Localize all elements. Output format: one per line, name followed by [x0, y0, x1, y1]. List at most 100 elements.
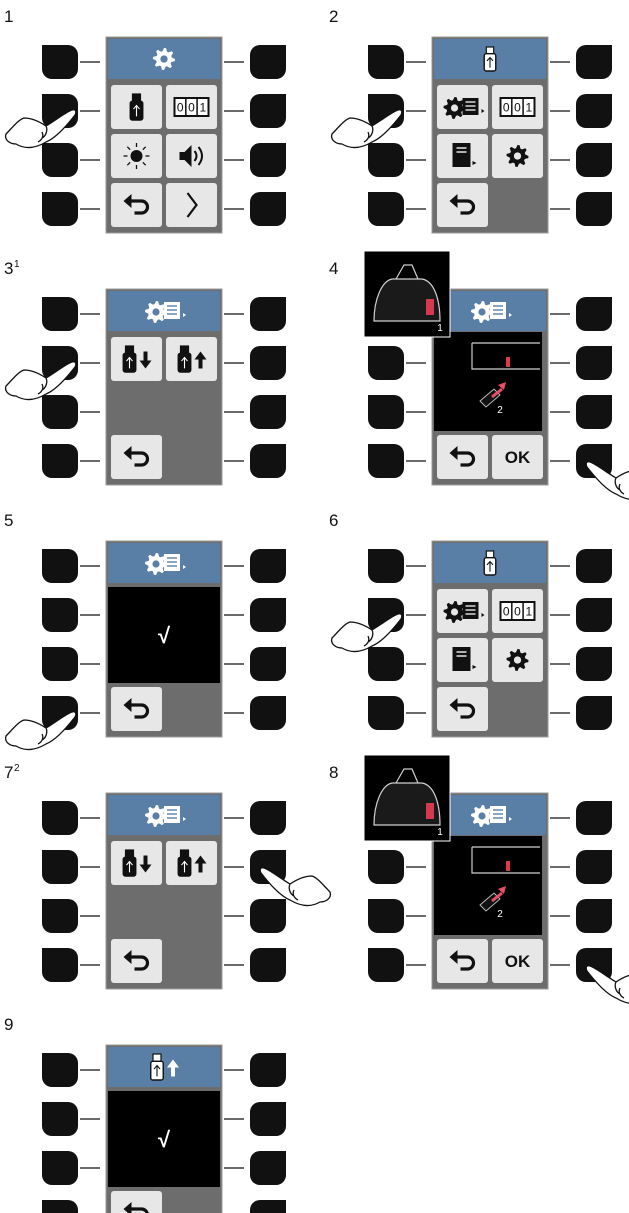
back-arrow-icon — [123, 446, 150, 467]
menu-cell[interactable] — [111, 939, 162, 983]
right-button-1[interactable] — [250, 297, 286, 331]
menu-cell[interactable] — [111, 687, 162, 731]
right-button-3[interactable] — [576, 143, 612, 177]
right-button-1[interactable] — [250, 549, 286, 583]
menu-cell[interactable] — [437, 435, 488, 479]
right-button-1[interactable] — [250, 1053, 286, 1087]
menu-cell[interactable] — [111, 337, 162, 381]
left-button-2[interactable] — [42, 850, 78, 884]
left-button-2[interactable] — [42, 598, 78, 632]
right-button-4[interactable] — [250, 696, 286, 730]
right-button-3[interactable] — [250, 899, 286, 933]
left-button-2[interactable] — [42, 1102, 78, 1136]
left-button-1[interactable] — [368, 549, 404, 583]
right-button-4[interactable] — [250, 444, 286, 478]
right-button-2[interactable] — [576, 850, 612, 884]
right-button-3[interactable] — [250, 143, 286, 177]
left-button-4[interactable] — [368, 948, 404, 982]
success-checkmark: √ — [158, 1127, 171, 1152]
right-button-3[interactable] — [250, 1151, 286, 1185]
usb-stick-icon — [129, 93, 144, 121]
ok-button[interactable] — [492, 435, 543, 479]
right-button-1[interactable] — [576, 45, 612, 79]
left-button-4[interactable] — [42, 192, 78, 226]
usb-upload-icon — [150, 1053, 179, 1081]
right-button-1[interactable] — [576, 801, 612, 835]
back-arrow-stroke — [451, 199, 476, 215]
right-button-2[interactable] — [250, 598, 286, 632]
left-button-4[interactable] — [368, 696, 404, 730]
menu-cell[interactable] — [111, 841, 162, 885]
right-button-4[interactable] — [576, 696, 612, 730]
left-button-3[interactable] — [368, 143, 404, 177]
menu-cell[interactable] — [166, 841, 217, 885]
right-button-1[interactable] — [250, 45, 286, 79]
left-button-2[interactable] — [368, 850, 404, 884]
right-button-3[interactable] — [576, 647, 612, 681]
left-button-3[interactable] — [42, 647, 78, 681]
ok-button[interactable] — [492, 939, 543, 983]
left-button-4[interactable] — [368, 192, 404, 226]
menu-cell[interactable] — [437, 183, 488, 227]
left-button-3[interactable] — [42, 899, 78, 933]
printer-edge — [471, 846, 540, 874]
right-button-3[interactable] — [576, 395, 612, 429]
menu-cell[interactable] — [111, 435, 162, 479]
left-button-1[interactable] — [42, 801, 78, 835]
left-button-3[interactable] — [42, 143, 78, 177]
file-tab — [481, 613, 485, 617]
back-arrow-stroke — [125, 955, 150, 971]
left-button-4[interactable] — [42, 1200, 78, 1213]
menu-cell[interactable] — [166, 337, 217, 381]
back-arrow-icon — [123, 194, 150, 215]
right-button-2[interactable] — [576, 94, 612, 128]
counter-digit: 0 — [503, 101, 510, 115]
right-button-3[interactable] — [250, 647, 286, 681]
back-arrow-head — [123, 1202, 132, 1213]
hand-outline — [330, 109, 403, 149]
right-button-3[interactable] — [250, 395, 286, 429]
left-button-3[interactable] — [368, 899, 404, 933]
left-button-3[interactable] — [42, 1151, 78, 1185]
left-button-3[interactable] — [42, 395, 78, 429]
left-button-4[interactable] — [42, 948, 78, 982]
file-tab — [183, 313, 186, 317]
gear-icon — [153, 48, 175, 70]
right-button-2[interactable] — [250, 346, 286, 380]
right-button-4[interactable] — [250, 1200, 286, 1213]
right-button-4[interactable] — [250, 948, 286, 982]
right-button-1[interactable] — [576, 297, 612, 331]
menu-cell[interactable] — [166, 183, 217, 227]
gear-hole — [478, 308, 486, 316]
menu-cell[interactable] — [111, 1191, 162, 1213]
hand-outline — [4, 361, 77, 401]
menu-cell[interactable] — [437, 939, 488, 983]
hand-outline — [4, 711, 77, 751]
right-button-1[interactable] — [250, 801, 286, 835]
right-button-4[interactable] — [250, 192, 286, 226]
right-button-2[interactable] — [250, 94, 286, 128]
left-button-1[interactable] — [42, 45, 78, 79]
left-button-3[interactable] — [368, 395, 404, 429]
left-button-4[interactable] — [42, 444, 78, 478]
right-button-4[interactable] — [576, 192, 612, 226]
inset-printer — [373, 278, 441, 322]
right-button-1[interactable] — [576, 549, 612, 583]
left-button-3[interactable] — [368, 647, 404, 681]
menu-cell[interactable] — [437, 687, 488, 731]
left-button-4[interactable] — [368, 444, 404, 478]
left-button-1[interactable] — [42, 297, 78, 331]
left-button-1[interactable] — [42, 1053, 78, 1087]
left-button-2[interactable] — [368, 346, 404, 380]
right-button-2[interactable] — [576, 598, 612, 632]
right-button-2[interactable] — [250, 1102, 286, 1136]
left-button-1[interactable] — [42, 549, 78, 583]
pressing-hand — [585, 965, 629, 1004]
usb-plug — [152, 1053, 162, 1062]
left-button-1[interactable] — [368, 45, 404, 79]
volume-icon — [179, 145, 203, 167]
right-button-2[interactable] — [576, 346, 612, 380]
right-button-3[interactable] — [576, 899, 612, 933]
menu-cell[interactable] — [111, 183, 162, 227]
sun-ray — [126, 146, 131, 151]
